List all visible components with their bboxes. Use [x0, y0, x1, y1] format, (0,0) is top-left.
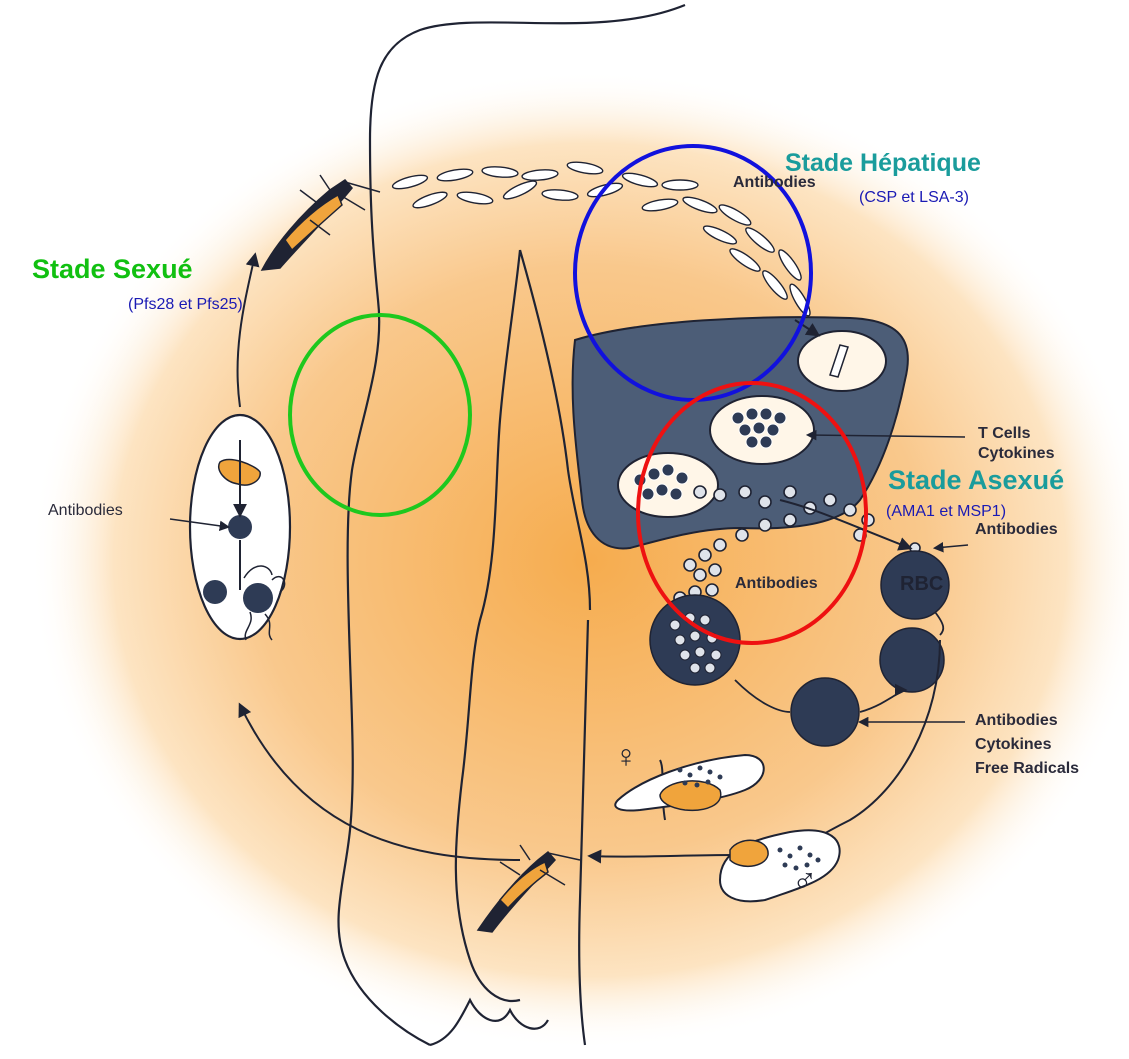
- antibodies-label-left: Antibodies: [48, 502, 123, 520]
- bottom-cytokines-label: Cytokines: [975, 736, 1051, 754]
- asexual-stage-subtitle: (AMA1 et MSP1): [886, 503, 1006, 521]
- sexual-stage-title: Stade Sexué: [32, 254, 193, 285]
- male-symbol: ♂: [792, 862, 818, 901]
- t-cells-label: T Cells: [978, 425, 1030, 443]
- bottom-antibodies-label: Antibodies: [975, 712, 1058, 730]
- female-symbol: ♀: [614, 738, 638, 775]
- asexual-stage-title: Stade Asexué: [888, 465, 1064, 496]
- rbc-label: RBC: [900, 573, 943, 596]
- mosquito-gut-ellipse: [190, 415, 290, 640]
- antibodies-label-mid: Antibodies: [735, 575, 818, 593]
- bottom-free-radicals-label: Free Radicals: [975, 760, 1079, 778]
- antibodies-label-top: Antibodies: [733, 174, 816, 192]
- sexual-stage-subtitle: (Pfs28 et Pfs25): [128, 296, 243, 314]
- cytokines-label: Cytokines: [978, 445, 1054, 463]
- antibodies-label-right: Antibodies: [975, 521, 1058, 539]
- hepatic-stage-subtitle: (CSP et LSA-3): [859, 189, 969, 207]
